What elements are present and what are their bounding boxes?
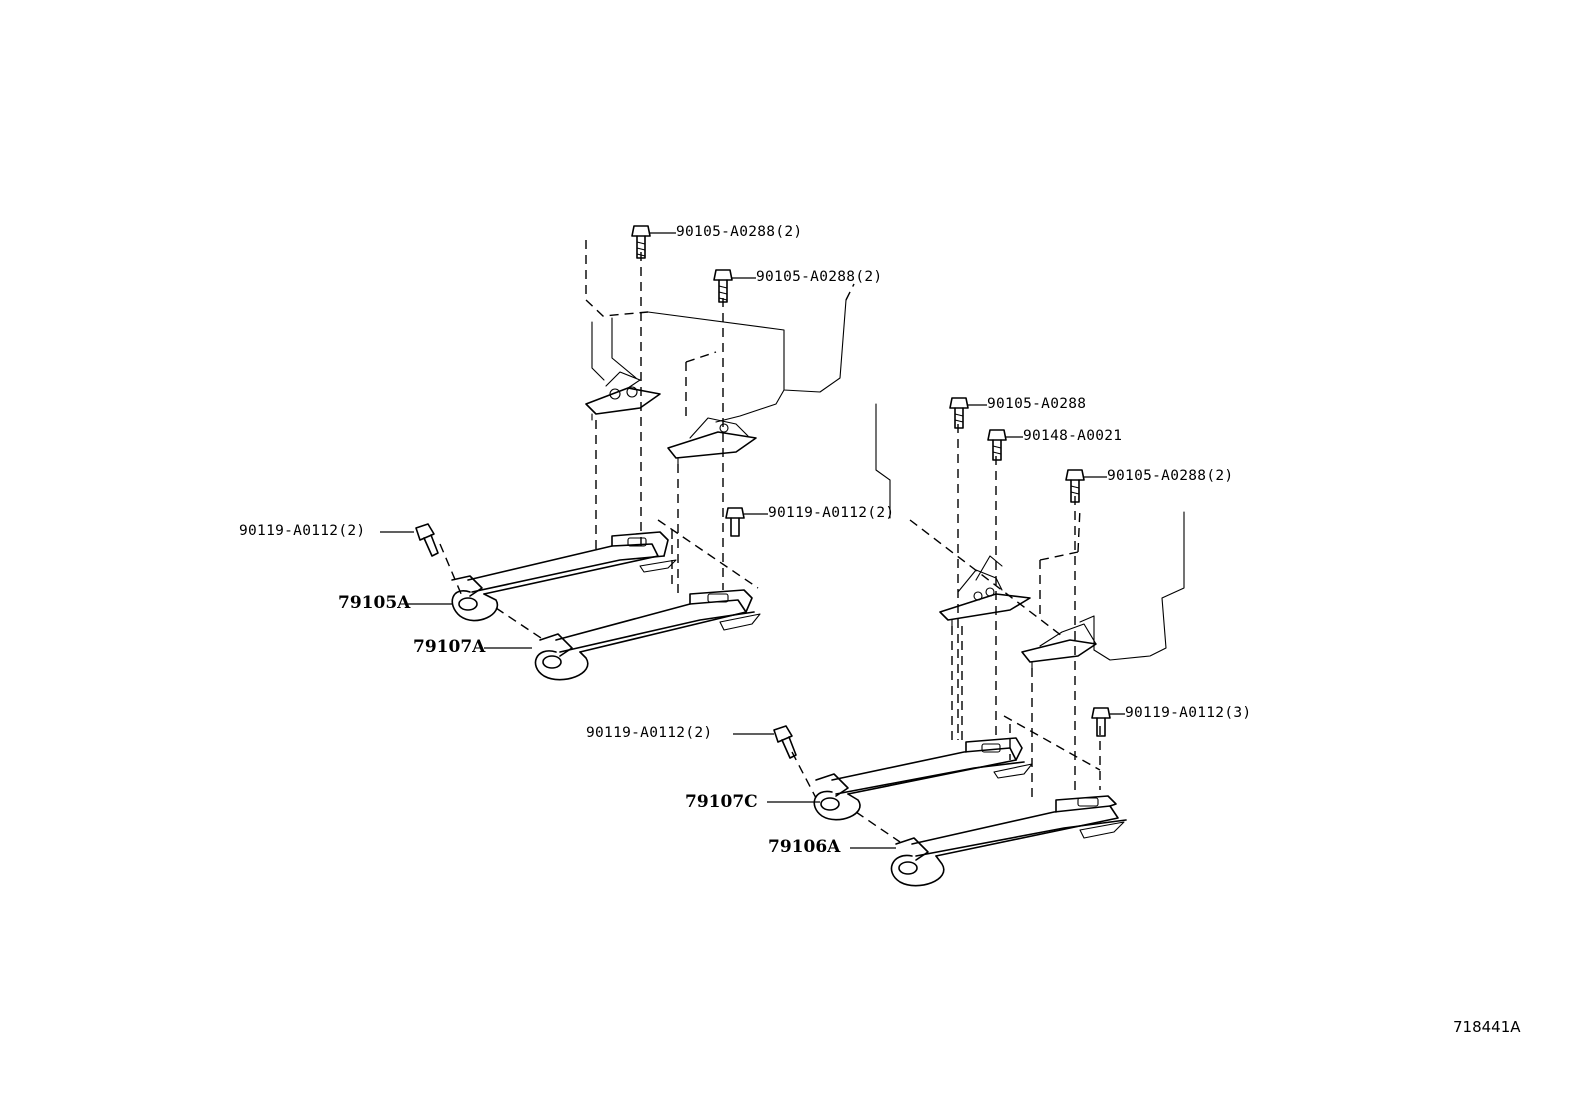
left-upper-bracket-1 — [585, 371, 661, 421]
part-label-90105-A0288-2-c: 90105-A0288(2) — [1107, 468, 1234, 484]
right-seat-frame-outline — [875, 403, 1185, 661]
bolt-icon — [949, 397, 969, 429]
part-label-90148-A0021: 90148-A0021 — [1023, 428, 1123, 444]
bolt-icon — [415, 523, 439, 557]
bolt-icon — [631, 225, 651, 259]
part-label-90105-A0288-2-b: 90105-A0288(2) — [756, 269, 883, 285]
left-seat-frame-outline — [585, 240, 855, 423]
seat-rail-79107A — [534, 589, 761, 681]
part-label-79106A: 79106A — [768, 837, 841, 857]
part-label-79107A: 79107A — [413, 637, 486, 657]
bolt-icon — [1091, 707, 1111, 737]
part-label-90105-A0288-2-a: 90105-A0288(2) — [676, 224, 803, 240]
right-upper-bracket-2 — [1021, 623, 1097, 669]
part-label-90119-A0112-2-a: 90119-A0112(2) — [239, 523, 366, 539]
bolt-icon — [713, 269, 733, 303]
bolt-icon — [987, 429, 1007, 461]
seat-rail-79105A — [451, 531, 677, 622]
part-label-90119-A0112-2-b: 90119-A0112(2) — [768, 505, 895, 521]
seat-rail-79106A — [890, 795, 1127, 887]
part-label-90105-A0288: 90105-A0288 — [987, 396, 1087, 412]
bolt-icon — [1065, 469, 1085, 503]
right-upper-bracket-1 — [939, 569, 1031, 627]
part-label-79105A: 79105A — [338, 593, 411, 613]
bolt-icon — [773, 725, 797, 759]
left-upper-bracket-2 — [667, 417, 757, 465]
bolt-icon — [725, 507, 745, 537]
part-label-90119-A0112-3: 90119-A0112(3) — [1125, 705, 1252, 721]
figure-id: 718441A — [1453, 1018, 1521, 1036]
part-label-79107C: 79107C — [685, 792, 758, 812]
part-label-90119-A0112-2-c: 90119-A0112(2) — [586, 725, 713, 741]
seat-rail-79107C — [813, 737, 1033, 821]
